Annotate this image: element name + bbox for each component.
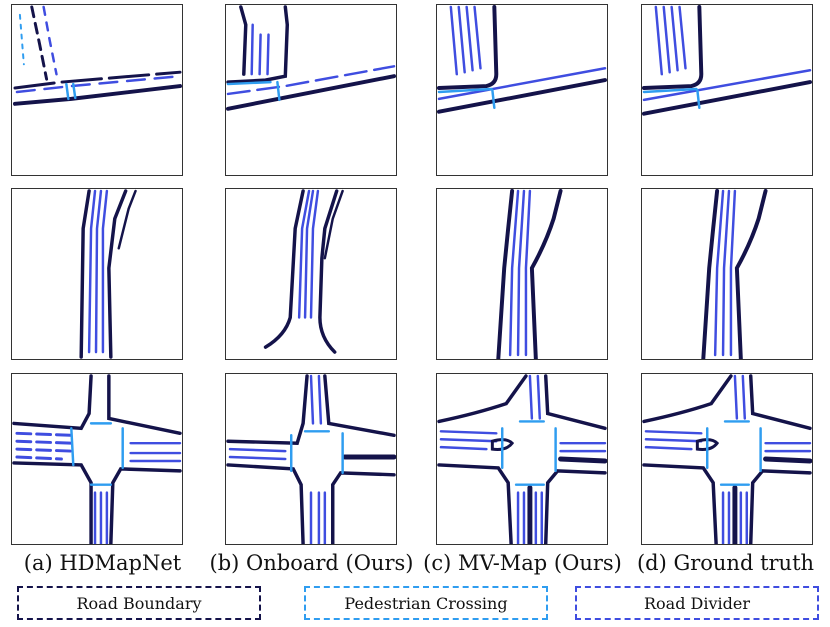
panel-r3-groundtruth bbox=[641, 373, 813, 545]
legend-pedestrian-crossing: Pedestrian Crossing bbox=[304, 586, 548, 620]
panel-r1-hdmapnet bbox=[11, 4, 183, 176]
panel-r2-mvmap bbox=[436, 188, 608, 360]
legend-road-boundary-label: Road Boundary bbox=[76, 593, 202, 613]
map-r2-hdmapnet bbox=[79, 189, 137, 359]
panel-r2-hdmapnet bbox=[11, 188, 183, 360]
legend-road-divider-label: Road Divider bbox=[643, 593, 750, 613]
panel-r1-groundtruth bbox=[641, 4, 813, 176]
map-r3-onboard bbox=[226, 374, 396, 544]
legend-road-divider: Road Divider bbox=[575, 586, 819, 620]
map-r3-groundtruth bbox=[642, 374, 812, 544]
map-r2-mvmap bbox=[496, 189, 563, 359]
map-r2-groundtruth bbox=[701, 189, 768, 359]
panel-r2-groundtruth bbox=[641, 188, 813, 360]
map-r3-hdmapnet bbox=[12, 374, 182, 544]
legend-road-boundary: Road Boundary bbox=[17, 586, 261, 620]
panel-r3-onboard bbox=[225, 373, 397, 545]
map-r1-onboard bbox=[226, 5, 396, 111]
map-r3-mvmap bbox=[437, 374, 607, 544]
panel-r1-onboard bbox=[225, 4, 397, 176]
map-r1-mvmap bbox=[437, 5, 607, 114]
panel-r2-onboard bbox=[225, 188, 397, 360]
panel-r1-mvmap bbox=[436, 4, 608, 176]
caption-hdmapnet: (a) HDMapNet bbox=[23, 551, 182, 575]
panel-r3-mvmap bbox=[436, 373, 608, 545]
caption-mvmap: (c) MV-Map (Ours) bbox=[423, 551, 622, 575]
map-r1-hdmapnet bbox=[12, 5, 182, 106]
caption-groundtruth: (d) Ground truth bbox=[636, 551, 815, 575]
map-r2-onboard bbox=[263, 189, 344, 354]
caption-onboard: (b) Onboard (Ours) bbox=[209, 551, 414, 575]
legend-pedestrian-crossing-label: Pedestrian Crossing bbox=[344, 593, 508, 613]
map-r1-groundtruth bbox=[642, 5, 812, 116]
panel-r3-hdmapnet bbox=[11, 373, 183, 545]
